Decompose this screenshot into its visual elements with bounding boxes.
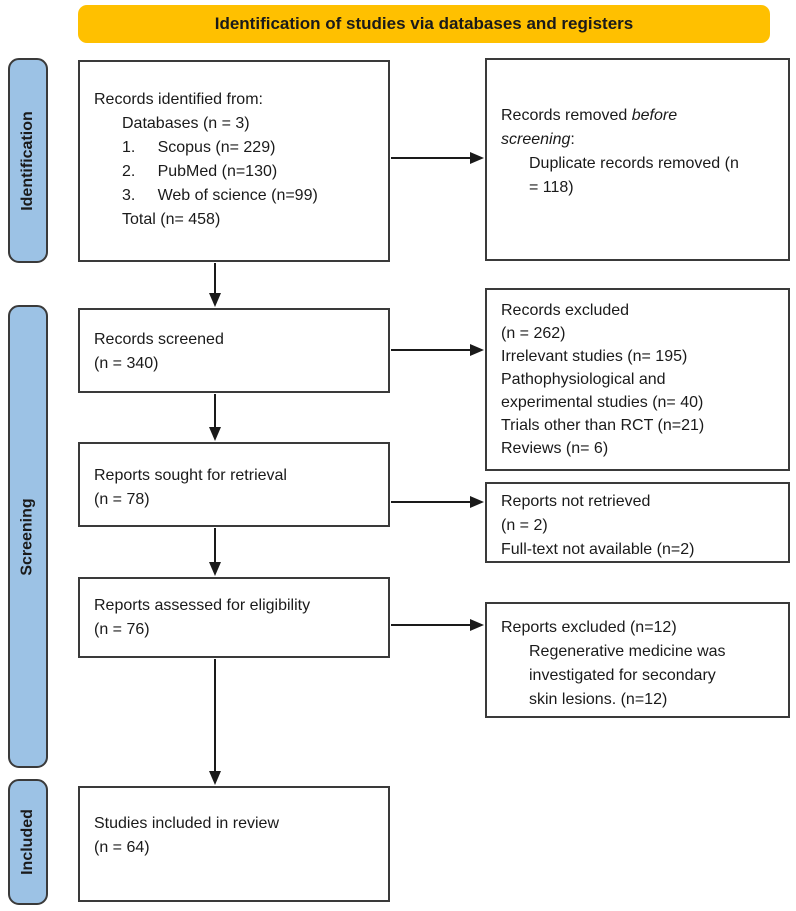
box-line: investigated for secondary (529, 667, 716, 684)
box-line: Total (n= 458) (122, 211, 221, 228)
box-line: Records identified from: (94, 91, 263, 108)
stage-screening-label: Screening (19, 497, 37, 576)
box-line: Records removed before (501, 104, 782, 128)
box-text-italic: screening (501, 131, 571, 148)
box-line: Irrelevant studies (n= 195) (501, 348, 688, 365)
stage-screening: Screening (8, 305, 48, 768)
box-line: Reports assessed for eligibility (94, 597, 311, 614)
box-line: Regenerative medicine was (529, 643, 726, 660)
box-line: Reports not retrieved (501, 493, 651, 510)
box-studies-included: Studies included in review (n = 64) (78, 786, 390, 902)
box-line: Reviews (n= 6) (501, 440, 609, 457)
stage-identification: Identification (8, 58, 48, 263)
box-line: Full-text not available (n=2) (501, 541, 695, 558)
box-line: Duplicate records removed (n (529, 155, 739, 172)
box-line: (n = 64) (94, 839, 150, 856)
box-line: (n = 2) (501, 517, 548, 534)
box-line: skin lesions. (n=12) (529, 691, 668, 708)
box-records-excluded: Records excluded (n = 262) Irrelevant st… (485, 288, 790, 471)
box-line: Databases (n = 3) (122, 115, 250, 132)
box-text: Records removed (501, 107, 632, 124)
banner-identification-via-databases: Identification of studies via databases … (78, 5, 770, 43)
box-line: Reports excluded (n=12) (501, 619, 677, 636)
box-line: (n = 78) (94, 491, 150, 508)
banner-title: Identification of studies via databases … (214, 14, 634, 33)
box-line: 1. Scopus (n= 229) (122, 139, 276, 156)
box-line: Studies included in review (94, 815, 279, 832)
box-line: screening: (501, 128, 782, 152)
box-text-italic: before (631, 107, 678, 124)
box-reports-sought: Reports sought for retrieval (n = 78) (78, 442, 390, 527)
box-reports-not-retrieved: Reports not retrieved (n = 2) Full-text … (485, 482, 790, 563)
box-line: Records excluded (501, 302, 630, 319)
box-line: Records screened (94, 331, 224, 348)
box-line: (n = 340) (94, 355, 159, 372)
box-line: Trials other than RCT (n=21) (501, 417, 705, 434)
box-line: 2. PubMed (n=130) (122, 163, 278, 180)
box-text: : (570, 131, 575, 148)
stage-included-label: Included (19, 809, 36, 875)
box-line: Reports sought for retrieval (94, 467, 287, 484)
stage-included: Included (8, 779, 48, 905)
box-records-screened: Records screened (n = 340) (78, 308, 390, 393)
box-records-removed: Records removed before screening: Duplic… (485, 58, 790, 261)
box-reports-excluded: Reports excluded (n=12) Regenerative med… (485, 602, 790, 718)
box-line: experimental studies (n= 40) (501, 394, 704, 411)
box-line: (n = 76) (94, 621, 150, 638)
box-line: 3. Web of science (n=99) (122, 187, 318, 204)
stage-identification-label: Identification (19, 110, 36, 211)
box-reports-assessed: Reports assessed for eligibility (n = 76… (78, 577, 390, 658)
box-line: (n = 262) (501, 325, 566, 342)
box-records-identified: Records identified from: Databases (n = … (78, 60, 390, 262)
box-line: = 118) (529, 179, 574, 196)
box-line: Pathophysiological and (501, 371, 666, 388)
